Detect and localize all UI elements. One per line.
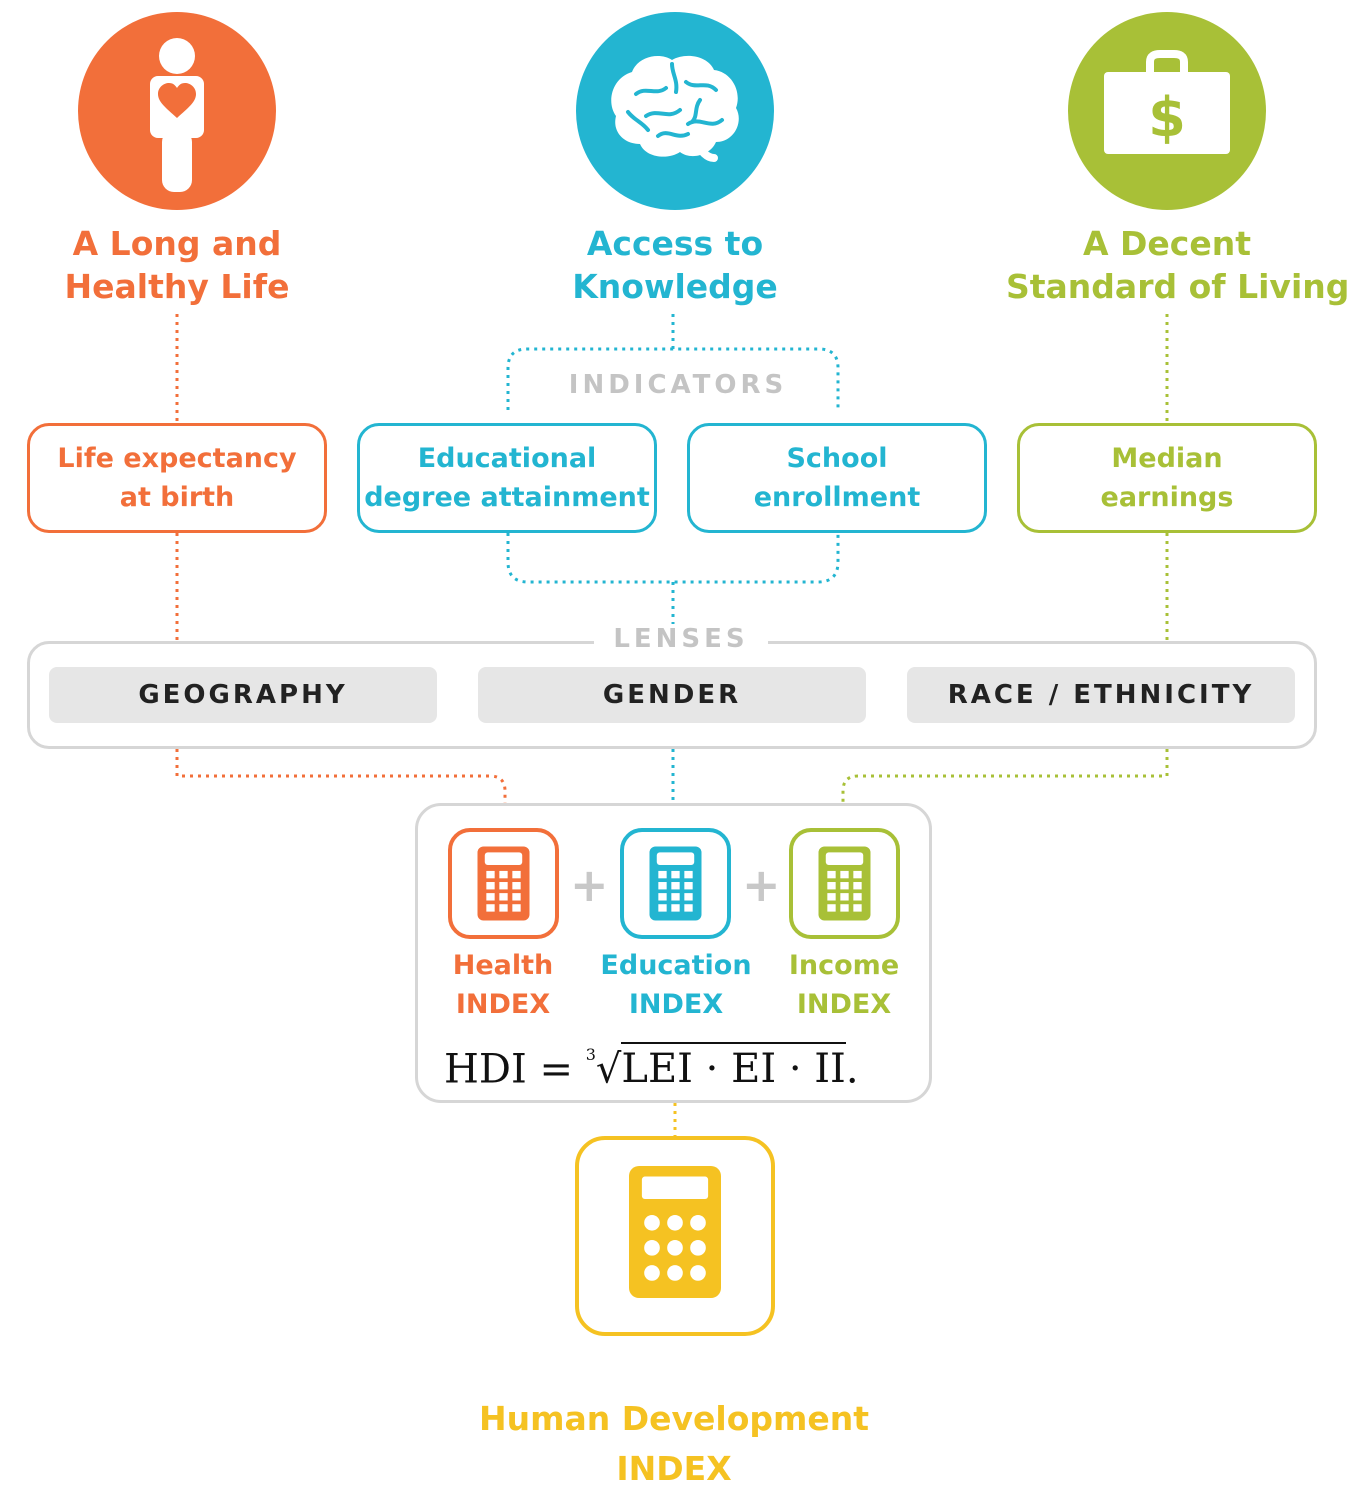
hdi-title: Human Development INDEX — [474, 1394, 874, 1494]
lens-geography: GEOGRAPHY — [49, 667, 437, 723]
index-label-line: Health — [452, 950, 554, 981]
indicators-label: INDICATORS — [560, 370, 796, 400]
index-label-line: INDEX — [628, 989, 724, 1020]
index-label-line: INDEX — [455, 989, 551, 1020]
health-index-label: Health INDEX — [423, 946, 583, 1024]
education-index-box — [620, 828, 731, 939]
indicator-line: Educational — [417, 443, 597, 474]
brain-icon — [611, 55, 739, 162]
income-index-box — [789, 828, 900, 939]
pillar-title-line: A Long and — [72, 224, 282, 263]
pillar-title-line: Knowledge — [572, 267, 778, 306]
income-pillar-circle: $ — [1068, 12, 1266, 210]
heart-person-icon — [150, 38, 204, 192]
formula-lhs: HDI — [444, 1046, 527, 1093]
lens-gender: GENDER — [478, 667, 866, 723]
indicator-line: at birth — [119, 482, 235, 513]
health-index-box — [448, 828, 559, 939]
pillar-title-line: Access to — [586, 224, 764, 263]
plus-sign: + — [742, 858, 781, 912]
formula-root-index: 3 — [585, 1045, 596, 1064]
pillar-title-line: Healthy Life — [64, 267, 290, 306]
pillar-title-income: A Decent Standard of Living — [1006, 222, 1348, 308]
income-index-label: Income INDEX — [764, 946, 924, 1024]
connector-line — [506, 347, 840, 410]
connector-line — [506, 533, 840, 584]
education-index-label: Education INDEX — [590, 946, 762, 1024]
plus-sign: + — [570, 858, 609, 912]
hdi-title-line: Human Development — [478, 1399, 870, 1438]
pillar-title-line: A Decent — [1082, 224, 1251, 263]
education-pillar-circle — [576, 12, 774, 210]
indicator-line: Life expectancy — [57, 443, 297, 474]
lens-race-ethnicity: RACE / ETHNICITY — [907, 667, 1295, 723]
indicator-life-expectancy: Life expectancy at birth — [27, 423, 327, 533]
indicator-line: degree attainment — [364, 482, 650, 513]
calculator-icon — [818, 846, 871, 921]
health-pillar-circle — [78, 12, 276, 210]
indicator-educational-attainment: Educational degree attainment — [357, 423, 657, 533]
formula-period: . — [845, 1046, 859, 1093]
calculator-icon — [629, 1166, 721, 1298]
pillar-title-line: Standard of Living — [1006, 267, 1348, 306]
hdi-formula: HDI = 3√LEI · EI · II. — [444, 1038, 859, 1094]
formula-radical: √ — [595, 1046, 622, 1093]
svg-text:$: $ — [1148, 86, 1186, 149]
hdi-box — [575, 1136, 775, 1336]
index-label-line: Education — [600, 950, 752, 981]
money-briefcase-icon: $ — [1104, 50, 1230, 154]
indicator-line: School — [786, 443, 888, 474]
indicator-school-enrollment: School enrollment — [687, 423, 987, 533]
formula-equals: = — [539, 1046, 573, 1093]
indicator-line: earnings — [1100, 482, 1234, 513]
index-label-line: Income — [788, 950, 900, 981]
lenses-label: LENSES — [594, 624, 768, 654]
pillar-title-health: A Long and Healthy Life — [27, 222, 327, 308]
pillar-title-education: Access to Knowledge — [525, 222, 825, 308]
connector-line — [841, 749, 1169, 828]
indicator-median-earnings: Median earnings — [1017, 423, 1317, 533]
indicator-line: Median — [1111, 443, 1223, 474]
calculator-icon — [477, 846, 530, 921]
formula-radicand: LEI · EI · II — [621, 1042, 846, 1093]
indicator-line: enrollment — [753, 482, 921, 513]
hdi-title-line: INDEX — [616, 1449, 732, 1488]
index-label-line: INDEX — [796, 989, 892, 1020]
calculator-icon — [649, 846, 702, 921]
